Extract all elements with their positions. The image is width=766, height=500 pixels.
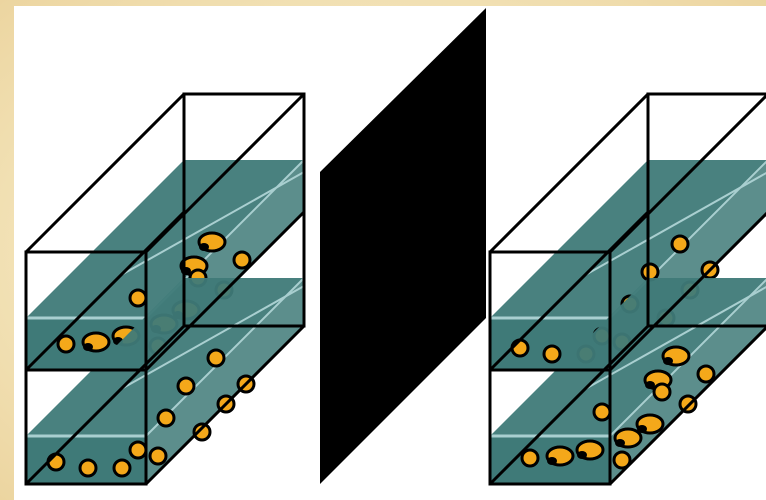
particle-clump-shadow — [83, 343, 93, 351]
particle-clump-shadow — [547, 457, 557, 465]
particle-clump-shadow — [615, 439, 625, 447]
container-right — [490, 94, 766, 484]
particle — [522, 450, 538, 466]
membrane-divider — [320, 8, 486, 484]
particle — [58, 336, 74, 352]
particle — [594, 404, 610, 420]
particle — [158, 410, 174, 426]
particle — [130, 290, 146, 306]
particle-clump-shadow — [199, 243, 209, 251]
particle — [150, 448, 166, 464]
particle — [642, 264, 658, 280]
particle — [544, 346, 560, 362]
particle — [114, 460, 130, 476]
particle — [80, 460, 96, 476]
particle — [130, 442, 146, 458]
particle — [698, 366, 714, 382]
particle — [512, 340, 528, 356]
container-left — [26, 94, 304, 484]
particle — [672, 236, 688, 252]
particle — [208, 350, 224, 366]
particle-clump-shadow — [577, 451, 587, 459]
particle-clump-shadow — [663, 357, 673, 365]
particle — [234, 252, 250, 268]
particle — [178, 378, 194, 394]
particle — [654, 384, 670, 400]
particle — [48, 454, 64, 470]
